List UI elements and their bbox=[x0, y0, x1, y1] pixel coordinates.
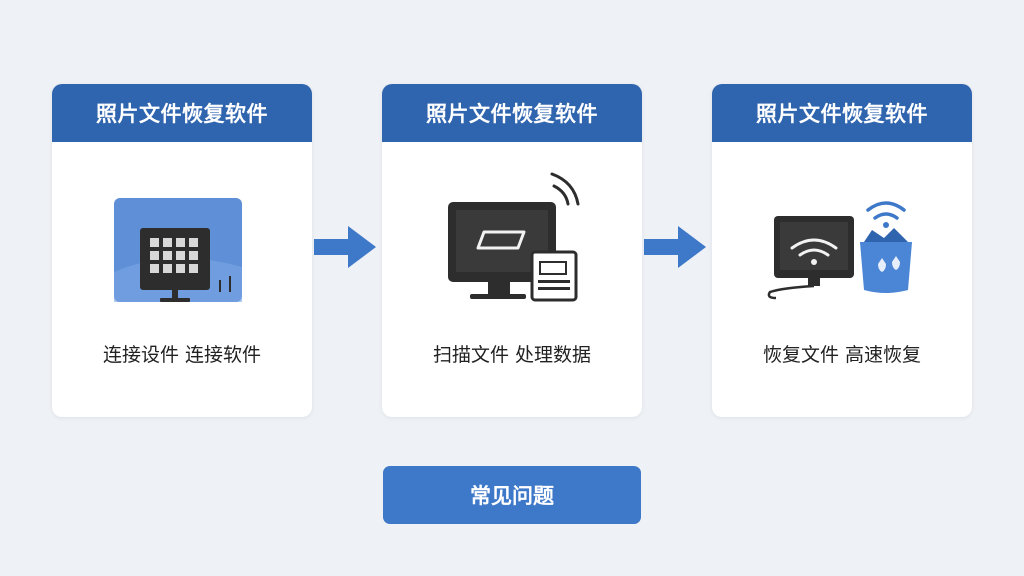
cable-icon bbox=[219, 276, 231, 292]
scan-frame-icon bbox=[476, 230, 526, 250]
connect-device-illustration bbox=[114, 198, 242, 302]
step-title: 照片文件恢复软件 bbox=[52, 84, 312, 142]
wifi-icon bbox=[790, 238, 838, 257]
arrow-right-icon bbox=[314, 226, 376, 268]
step-card-scan: 照片文件恢复软件 扫描文件 处理数据 bbox=[382, 84, 642, 417]
drive-icon bbox=[530, 250, 578, 302]
faq-button[interactable]: 常见问题 bbox=[383, 466, 641, 524]
step-caption: 连接设件 连接软件 bbox=[102, 344, 262, 366]
step-card-connect: 照片文件恢复软件 连接设件 连接软件 bbox=[52, 84, 312, 417]
step-title: 照片文件恢复软件 bbox=[712, 84, 972, 142]
bucket-icon bbox=[860, 228, 912, 293]
grid-icon bbox=[150, 238, 198, 273]
signal-icon bbox=[866, 201, 906, 220]
recover-illustration bbox=[767, 201, 912, 300]
scan-illustration bbox=[448, 172, 580, 302]
step-caption: 恢复文件 高速恢复 bbox=[762, 344, 922, 366]
wifi-icon bbox=[550, 172, 580, 206]
step-card-recover: 照片文件恢复软件 恢复文件 高速恢复 bbox=[712, 84, 972, 417]
step-title: 照片文件恢复软件 bbox=[382, 84, 642, 142]
step-caption: 扫描文件 处理数据 bbox=[432, 344, 592, 366]
arrow-right-icon bbox=[644, 226, 706, 268]
